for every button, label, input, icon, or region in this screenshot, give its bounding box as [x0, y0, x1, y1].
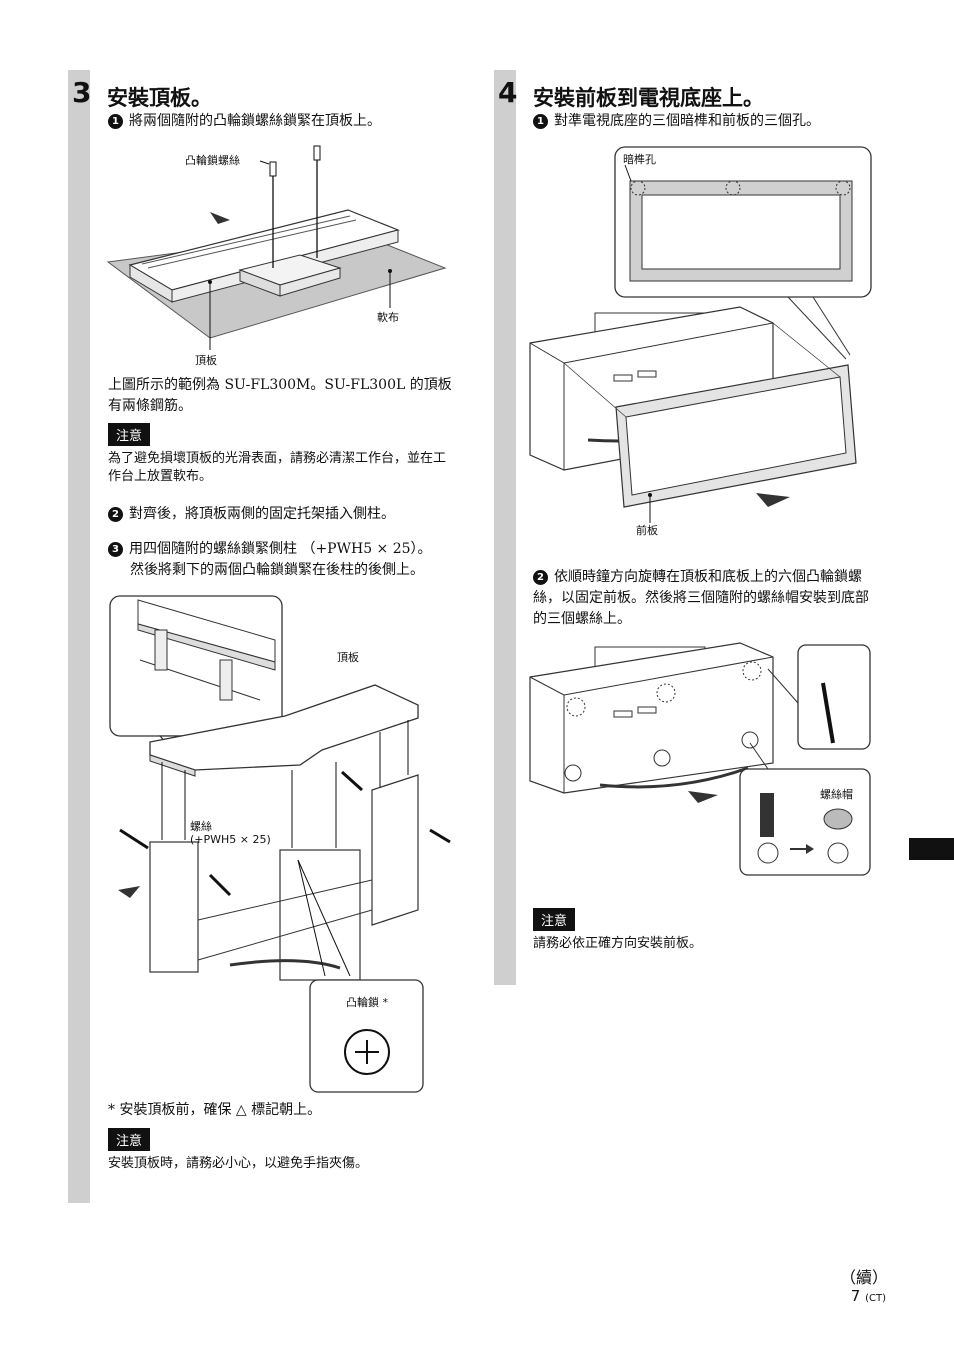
label-screw-spec: (+PWH5 × 25): [190, 833, 271, 846]
step4-title: 安裝前板到電視底座上。: [533, 86, 764, 110]
label-screw: 螺絲: [190, 819, 212, 833]
label-cam-lock: 凸輪鎖 *: [346, 995, 388, 1009]
section-tab: [909, 838, 954, 860]
step4-figure2: 螺絲帽: [529, 642, 871, 876]
label-top-board-2: 頂板: [337, 650, 359, 664]
step4-figure1: 暗榫孔 前板: [529, 146, 872, 537]
continued-label: （續）: [839, 1268, 888, 1287]
label-screw-cap: 螺絲帽: [820, 787, 853, 801]
step4-note: 請務必依正確方向安裝前板。: [533, 936, 703, 951]
label-dowel-hole: 暗榫孔: [623, 152, 656, 166]
badge-4-2: 2: [533, 570, 548, 585]
label-cam-screw: 凸輪鎖螺絲: [185, 153, 240, 167]
label-soft-cloth: 軟布: [377, 310, 399, 324]
step3-footnote: * 安裝頂板前，確保 △ 標記朝上。: [108, 1102, 322, 1118]
label-top-board: 頂板: [195, 353, 217, 367]
step3-note1-label: 注意: [108, 423, 151, 446]
step3-figure2: 頂板 螺絲 (+PWH5 × 25) 凸輪鎖 *: [109, 595, 451, 1093]
step3-note2-label: 注意: [108, 1128, 151, 1151]
step3-note2: 安裝頂板時，請務必小心，以避免手指夾傷。: [108, 1156, 369, 1171]
step4-number: 4: [498, 76, 518, 109]
step3-figure1: 凸輪鎖螺絲 軟布 頂板: [106, 145, 447, 367]
step3-model-text: 上圖所示的範例為 SU-FL300M。SU-FL300L 的頂板有兩條鋼筋。: [108, 377, 452, 414]
step3-sidebar: [68, 70, 90, 1203]
step3-title: 安裝頂板。: [107, 86, 212, 110]
step3-note1: 為了避免損壞頂板的光滑表面，請務必清潔工作台，並在工作台上放置軟布。: [108, 451, 447, 484]
label-front-board: 前板: [636, 523, 658, 537]
step4-sidebar: [494, 70, 516, 985]
step4-note-label: 注意: [533, 908, 576, 931]
badge-4-1: 1: [533, 114, 548, 129]
badge-1: 1: [108, 114, 123, 129]
step3-number: 3: [72, 76, 92, 109]
page-number: 7 (CT): [850, 1287, 886, 1305]
badge-2: 2: [108, 507, 123, 522]
badge-3: 3: [108, 542, 123, 557]
